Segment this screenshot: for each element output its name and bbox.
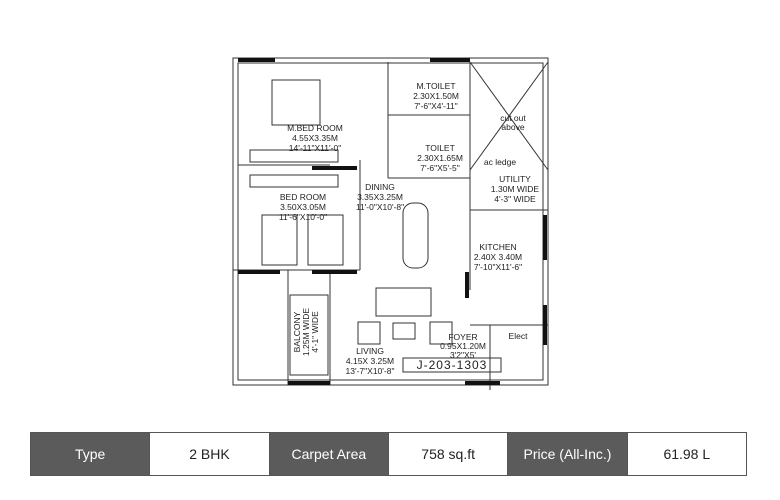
carpet-area-label: Carpet Area bbox=[269, 433, 389, 475]
walls bbox=[232, 57, 549, 390]
elect-label: Elect bbox=[509, 331, 529, 341]
price-label: Price (All-Inc.) bbox=[508, 433, 628, 475]
price-value: 61.98 L bbox=[627, 433, 746, 475]
balcony-label: BALCONY1.25M WIDE4'-1" WIDE bbox=[292, 308, 320, 357]
cut-out-cross bbox=[469, 61, 549, 171]
ac-ledge-label: ac ledge bbox=[484, 157, 516, 167]
carpet-area-value: 758 sq.ft bbox=[388, 433, 509, 475]
unit-code: J-203-1303 bbox=[417, 358, 488, 372]
furniture bbox=[249, 79, 453, 376]
type-value: 2 BHK bbox=[150, 433, 270, 475]
specs-table: Type 2 BHK Carpet Area 758 sq.ft Price (… bbox=[30, 432, 747, 476]
type-label: Type bbox=[31, 433, 151, 475]
